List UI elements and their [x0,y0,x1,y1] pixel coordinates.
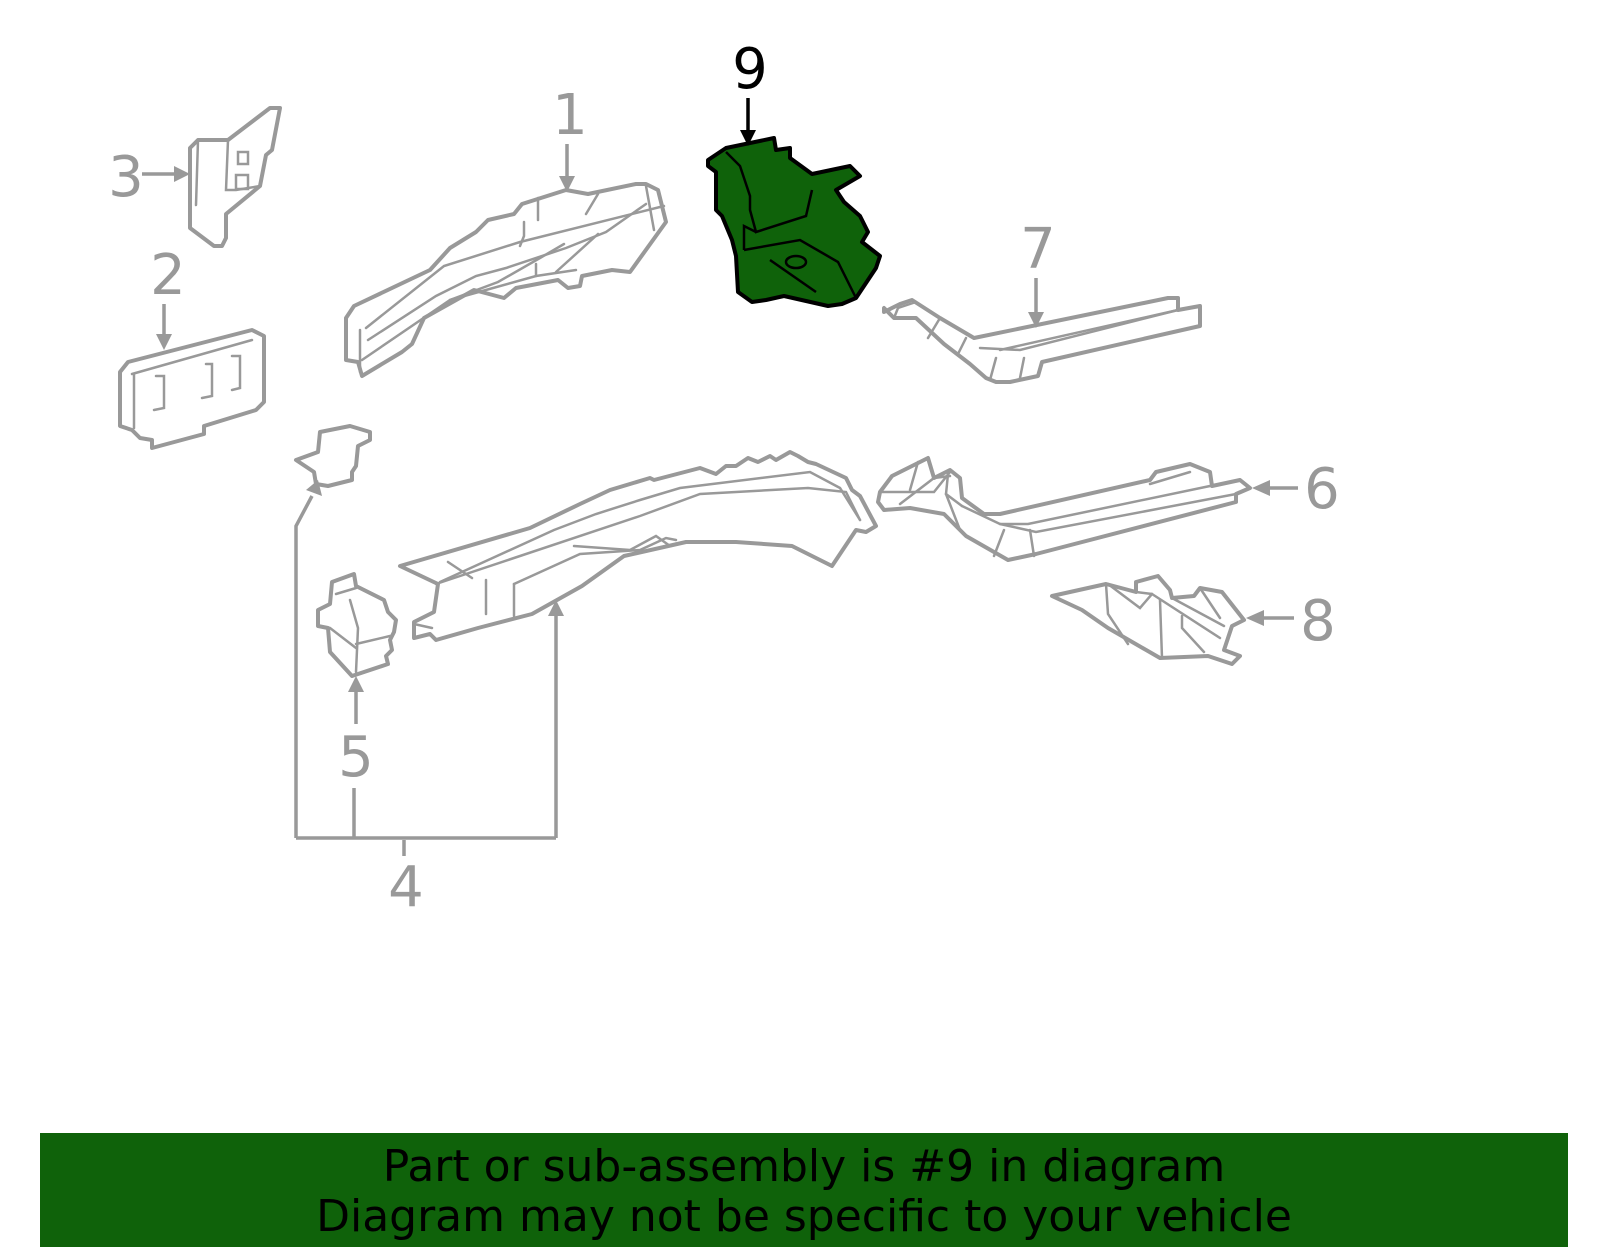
leader-5 [348,676,364,724]
part-6 [876,456,1252,562]
leader-4 [294,480,564,856]
leader-7 [1028,278,1044,328]
info-banner: Part or sub-assembly is #9 in diagram Di… [40,1133,1568,1247]
callout-5: 5 [338,725,374,790]
callout-3: 3 [108,145,144,210]
callout-4: 4 [388,855,424,920]
part-4-main-rail [398,450,878,642]
leader-3 [142,166,190,182]
banner-line-1: Part or sub-assembly is #9 in diagram [382,1141,1226,1192]
part-3 [188,106,282,248]
callout-7: 7 [1020,217,1056,282]
banner-line-2: Diagram may not be specific to your vehi… [316,1191,1292,1242]
part-9-shape [706,136,882,308]
part-2 [118,328,266,450]
part-9 [706,136,882,308]
part-1 [344,182,668,378]
callout-6: 6 [1304,457,1340,522]
leader-9 [740,98,756,146]
leader-2 [156,304,172,350]
callout-9: 9 [732,37,768,102]
part-7 [882,296,1202,384]
part-8 [1050,574,1246,666]
part-4-upper-piece [294,424,372,488]
part-5 [316,572,398,678]
leader-1 [559,144,575,192]
leader-8 [1246,610,1294,626]
callout-8: 8 [1300,589,1336,654]
leader-6 [1252,480,1298,496]
callout-2: 2 [150,243,186,308]
callout-1: 1 [552,83,588,148]
